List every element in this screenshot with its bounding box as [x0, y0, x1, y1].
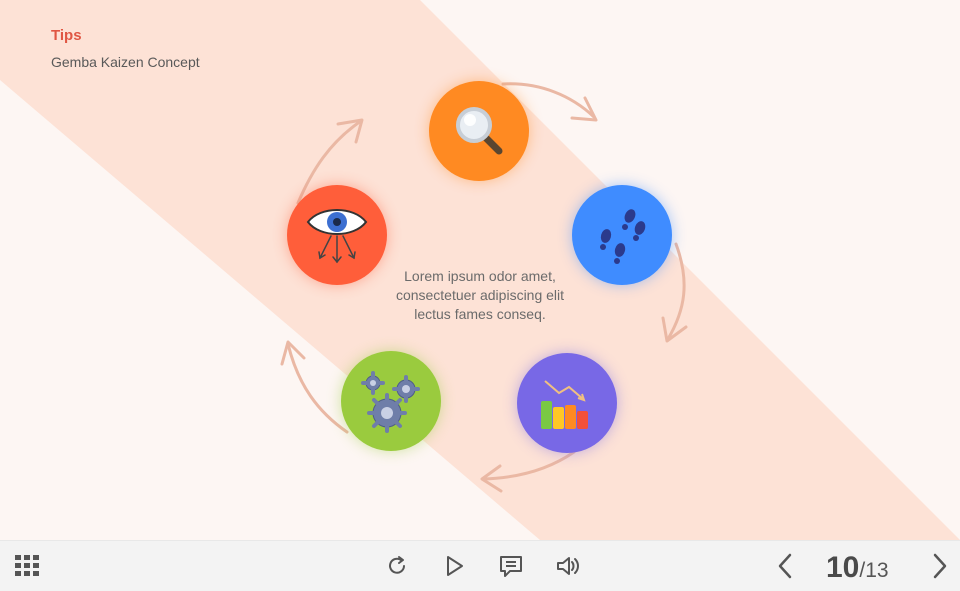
magnifier-icon: [456, 107, 503, 155]
play-button[interactable]: [437, 541, 473, 591]
arrowhead-2: [661, 316, 688, 343]
arrow-1: [501, 82, 596, 119]
page-current: 10: [826, 551, 860, 584]
arrow-4: [286, 342, 349, 434]
bar-chart-icon: [541, 380, 588, 429]
slide-title: Tips: [51, 27, 82, 44]
slide-subtitle: Gemba Kaizen Concept: [51, 54, 200, 70]
gears-icon: [361, 371, 420, 433]
cycle-step-improve: [341, 351, 441, 451]
arrow-2: [666, 242, 686, 341]
volume-button[interactable]: [549, 541, 587, 591]
replay-button[interactable]: [379, 541, 415, 591]
previous-slide-button[interactable]: [770, 541, 800, 591]
center-line-1: Lorem ipsum odor amet,: [404, 268, 556, 284]
arrow-5: [296, 119, 363, 205]
arrowhead-4: [280, 340, 306, 366]
center-line-2: consectetuer adipiscing elit: [395, 287, 565, 303]
cycle-step-analyze: [517, 353, 617, 453]
eye-icon: [306, 209, 368, 264]
chevron-right-icon: [933, 553, 947, 579]
footprints-icon: [600, 209, 646, 264]
slide: Tips Gemba Kaizen Concept: [0, 0, 960, 540]
cycle-arrows: [280, 82, 688, 493]
cycle-step-search: [429, 81, 529, 181]
page-separator: /: [859, 559, 866, 582]
grid-menu-icon: [15, 555, 39, 576]
replay-icon: [389, 556, 405, 574]
volume-icon: [557, 557, 579, 575]
center-description: Lorem ipsum odor amet, consectetuer adip…: [360, 267, 600, 324]
cycle-step-observe: [287, 185, 387, 285]
diagonal-band: [0, 0, 960, 540]
play-icon: [447, 556, 463, 576]
cycle-step-walk: [572, 185, 672, 285]
arrow-3: [481, 450, 576, 481]
next-slide-button[interactable]: [925, 541, 955, 591]
arrowhead-5: [336, 118, 364, 144]
menu-button[interactable]: [8, 541, 46, 591]
arrowhead-1: [570, 96, 598, 122]
notes-button[interactable]: [492, 541, 530, 591]
player-toolbar: 10 / 13: [0, 540, 960, 591]
notes-icon: [500, 556, 522, 577]
page-total: 13: [865, 559, 889, 582]
arrowhead-3: [480, 464, 503, 493]
chevron-left-icon: [778, 553, 792, 579]
center-line-3: lectus fames conseq.: [414, 306, 546, 322]
page-indicator: 10 / 13: [826, 551, 889, 584]
